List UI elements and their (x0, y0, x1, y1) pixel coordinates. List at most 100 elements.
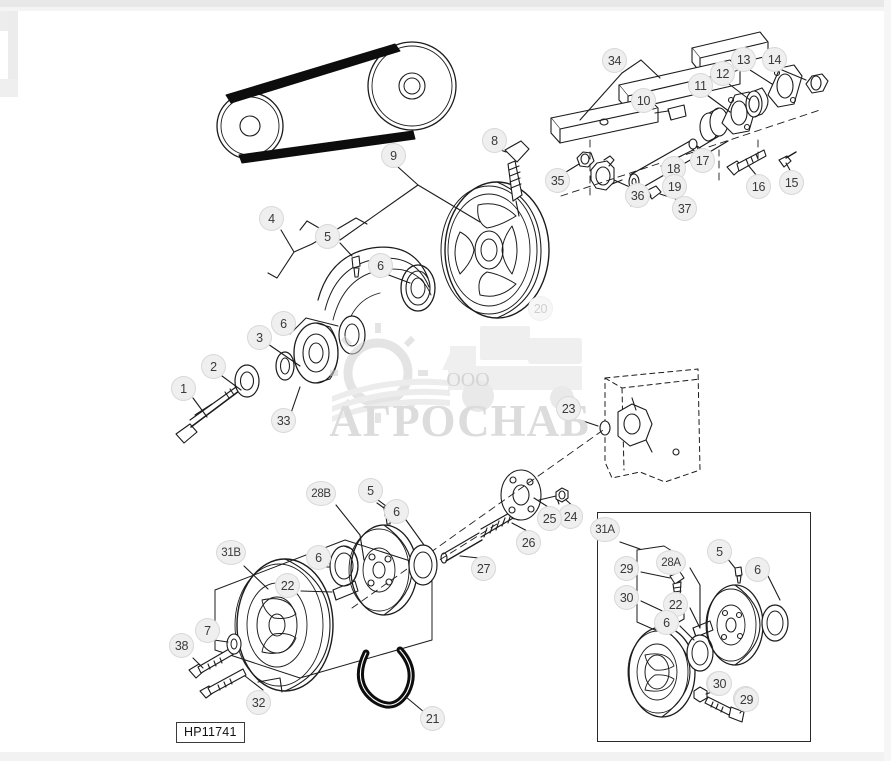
callout-label: 28A (661, 556, 681, 569)
callout-5[interactable]: 5 (707, 539, 732, 564)
leader-33 (290, 386, 301, 414)
callout-label: 31B (221, 546, 241, 559)
page-edge-top (0, 0, 891, 7)
callout-35[interactable]: 35 (545, 168, 570, 193)
leader-6c (405, 519, 425, 546)
callout-6[interactable]: 6 (745, 557, 770, 582)
callout-30[interactable]: 30 (614, 585, 639, 610)
callout-label: 4 (268, 211, 275, 226)
callout-31B[interactable]: 31B (216, 540, 246, 565)
callout-4[interactable]: 4 (259, 206, 284, 231)
bearing-12 (745, 87, 769, 118)
leader-22 (300, 590, 333, 593)
callout-31A[interactable]: 31A (590, 517, 620, 542)
callout-1[interactable]: 1 (171, 376, 196, 401)
callout-23[interactable]: 23 (556, 396, 581, 421)
callout-36[interactable]: 36 (625, 183, 650, 208)
callout-34[interactable]: 34 (602, 48, 627, 73)
callout-6[interactable]: 6 (654, 610, 679, 635)
nut-14 (805, 73, 829, 94)
callout-5[interactable]: 5 (358, 478, 383, 503)
callout-5[interactable]: 5 (315, 224, 340, 249)
callout-label: 22 (668, 597, 683, 612)
callout-6[interactable]: 6 (306, 545, 331, 570)
rod-27 (440, 532, 483, 564)
callout-label: 6 (663, 615, 670, 630)
page-edge-bottom (0, 752, 891, 761)
callout-14[interactable]: 14 (762, 47, 787, 72)
leader-7 (213, 639, 229, 643)
callout-label: 29 (619, 561, 634, 576)
callout-label: 29 (739, 692, 754, 707)
callout-label: 5 (367, 483, 374, 498)
callout-15[interactable]: 15 (779, 170, 804, 195)
callout-label: 23 (561, 401, 576, 416)
callout-label: 9 (390, 148, 397, 163)
callout-label: 19 (667, 179, 682, 194)
page-edge-left-bar (8, 11, 18, 79)
callout-28B[interactable]: 28B (306, 481, 336, 506)
leader-6b (385, 273, 411, 284)
callout-11[interactable]: 11 (688, 73, 713, 98)
callout-label: 8 (491, 133, 498, 148)
callout-label: 38 (174, 638, 189, 653)
callout-6[interactable]: 6 (384, 499, 409, 524)
clamp-36 (590, 155, 623, 191)
callout-label: 17 (695, 153, 710, 168)
callout-25[interactable]: 25 (537, 506, 562, 531)
pivot-hardware-23 (599, 397, 653, 453)
leader-21 (405, 696, 425, 713)
callout-6[interactable]: 6 (368, 253, 393, 278)
callout-30[interactable]: 30 (707, 671, 732, 696)
callout-7[interactable]: 7 (195, 618, 220, 643)
nut-24 (555, 487, 569, 503)
callout-13[interactable]: 13 (731, 47, 756, 72)
callout-label: 18 (666, 161, 681, 176)
callout-label: 30 (619, 590, 634, 605)
callout-9[interactable]: 9 (381, 143, 406, 168)
bolt-32 (199, 668, 247, 699)
callout-8[interactable]: 8 (482, 128, 507, 153)
callout-3[interactable]: 3 (247, 325, 272, 350)
callout-19[interactable]: 19 (662, 174, 687, 199)
callout-26[interactable]: 26 (516, 530, 541, 555)
callout-12[interactable]: 12 (710, 61, 735, 86)
callout-label: 33 (276, 413, 291, 428)
callout-21[interactable]: 21 (420, 706, 445, 731)
sheave-28B (348, 524, 418, 616)
leader-28B (335, 504, 365, 561)
callout-6[interactable]: 6 (271, 311, 296, 336)
leader-31B (243, 565, 269, 590)
callout-37[interactable]: 37 (672, 196, 697, 221)
callout-29[interactable]: 29 (614, 556, 639, 581)
bolt-1 (175, 381, 245, 444)
callout-32[interactable]: 32 (246, 690, 271, 715)
callout-24[interactable]: 24 (558, 504, 583, 529)
leader-12 (728, 83, 751, 101)
callout-22[interactable]: 22 (275, 573, 300, 598)
callout-33[interactable]: 33 (271, 408, 296, 433)
inset-detail-frame (597, 512, 811, 742)
nut-35 (576, 151, 595, 168)
callout-label: 5 (324, 229, 331, 244)
grease-fitting-5 (339, 242, 361, 278)
callout-38[interactable]: 38 (169, 633, 194, 658)
callout-20[interactable]: 20 (528, 296, 553, 321)
bracket-31B (214, 539, 433, 693)
callout-10[interactable]: 10 (631, 88, 656, 113)
leader-38 (192, 657, 204, 669)
callout-label: 6 (377, 258, 384, 273)
bolt-8 (494, 140, 530, 217)
callout-27[interactable]: 27 (471, 556, 496, 581)
bearing-6-left (338, 315, 366, 355)
callout-28A[interactable]: 28A (656, 550, 686, 575)
leader-32 (244, 675, 264, 691)
axis-dashes-top (560, 109, 821, 197)
callout-2[interactable]: 2 (201, 354, 226, 379)
callout-16[interactable]: 16 (746, 174, 771, 199)
callout-29[interactable]: 29 (734, 687, 759, 712)
callout-label: 37 (677, 201, 692, 216)
callout-17[interactable]: 17 (690, 148, 715, 173)
